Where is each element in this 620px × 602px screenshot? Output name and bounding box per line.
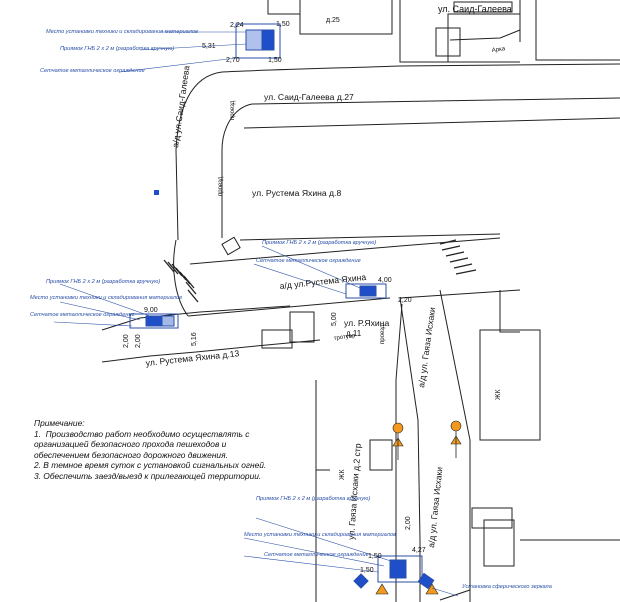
callout-equipment-area: Место установки техники и складирования … (30, 295, 182, 301)
street-label-ad-gaaza-1: а/д ул. Гаяза Исхаки (416, 306, 437, 388)
street-label-ad-said-galeev: а/д ул.Саид-Галеева (170, 65, 191, 148)
arch-label: Арка (491, 46, 506, 54)
dimension-label: 1,50 (360, 567, 374, 574)
callout-pit: Приямок ГНБ 2 х 2 м (разработка вручную) (262, 240, 376, 246)
dimension-label: 9,00 (144, 307, 158, 314)
dimension-label: 5,16 (191, 332, 198, 346)
callout-fence: Сетчатое металлическое ограждение (30, 312, 135, 318)
callout-top: Место установки техники и складирования … (40, 29, 198, 74)
dimension-label: 4,27 (412, 547, 426, 554)
blue-marker (154, 190, 159, 195)
note-item: 2. В темное время суток с установкой сиг… (34, 460, 267, 471)
street-label-said-galeev: ул. Саид-Галеева (438, 4, 512, 14)
dimension-label: 4,00 (378, 277, 392, 284)
note-item: 3. Обеспечить заезд/выезд к прилегающей … (34, 470, 262, 481)
crosswalk-gaaza (439, 239, 477, 275)
street-label-gaaza-2: ул. Гаяза Исхаки д.2 стр (346, 443, 363, 540)
work-zone-left (129, 313, 179, 329)
street-label-yakhina-13: ул. Рустема Яхина д.13 (145, 348, 240, 368)
callout-mid: Приямок ГНБ 2 х 2 м (разработка вручную)… (256, 240, 376, 264)
road-sign-icon (392, 422, 404, 460)
zhk-label: ЖК (495, 389, 502, 400)
road-said-galeev-s (251, 97, 620, 105)
work-zone-mid (345, 283, 387, 299)
callout-fence: Сетчатое металлическое ограждение (256, 258, 361, 264)
street-label-yakhina-11: ул. Р.Яхина (344, 318, 389, 328)
dimensions: 2,24 1,50 5,31 2,70 1,50 4,00 2,20 5,00 … (123, 21, 426, 574)
note-item: 1. Производство работ необходимо осущест… (34, 428, 252, 460)
sidewalk-label: тротуар (333, 333, 356, 342)
callout-mirror: Установка сферического зеркала (461, 584, 552, 590)
road-said-galeev-n (221, 63, 620, 73)
building-top (267, 0, 301, 15)
dimension-label: 2,00 (135, 334, 142, 348)
dimension-label: 2,20 (398, 297, 412, 304)
callout-fence: Сетчатое металлическое ограждение (40, 68, 145, 74)
note-heading: Примечание: (34, 418, 85, 428)
work-zone-bottom (353, 555, 435, 590)
driveway-label: проезд (230, 100, 236, 120)
driveway-label: проезд (380, 324, 386, 344)
road-gaaza-e (439, 289, 471, 602)
dimension-label: 5,00 (331, 312, 338, 326)
callout-pit: Приямок ГНБ 2 х 2 м (разработка вручную) (60, 46, 174, 52)
zhk-label: ЖК (339, 469, 346, 480)
building-25 (299, 0, 393, 35)
callout-equipment-area: Место установки техники и складирования … (244, 532, 396, 538)
dimension-label: 1,50 (368, 553, 382, 560)
house-number-11: д.11 (346, 329, 362, 338)
linework (101, 0, 620, 602)
dimension-label: 2,24 (230, 22, 244, 29)
street-label-yakhina-8: ул. Рустема Яхина д.8 (252, 188, 341, 198)
dimension-label: 2,00 (123, 334, 130, 348)
street-label-ad-yakhina: а/д ул.Рустема Яхина (279, 272, 367, 291)
callout-pit: Приямок ГНБ 2 х 2 м (разработка вручную) (256, 496, 370, 502)
dimension-label: 2,70 (226, 57, 240, 64)
callout-bottom: Приямок ГНБ 2 х 2 м (разработка вручную)… (244, 496, 396, 558)
dimension-label: 5,31 (202, 43, 216, 50)
work-zone-top (235, 23, 281, 59)
callout-equipment-area: Место установки техники и складирования … (46, 29, 198, 35)
street-label-ad-gaaza-2: а/д ул. Гаяза Исхаки (426, 466, 444, 548)
street-label-said-galeev-27: ул. Саид-Галеева д.27 (264, 92, 354, 102)
driveway-label: проезд (218, 176, 224, 196)
callout-pit: Приямок ГНБ 2 х 2 м (разработка вручную) (46, 279, 160, 285)
house-number-25: д.25 (326, 17, 340, 24)
dimension-label: 2,00 (405, 516, 412, 530)
road-sign-icon (375, 583, 439, 595)
road-said-ns-w (175, 149, 179, 241)
dimension-label: 1,50 (276, 21, 290, 28)
callout-fence: Сетчатое металлическое ограждение (264, 552, 369, 558)
road-yakhina-n (239, 233, 501, 241)
road-sign-icon (450, 420, 462, 458)
dimension-label: 1,50 (268, 57, 282, 64)
callout-left: Приямок ГНБ 2 х 2 м (разработка вручную)… (30, 279, 182, 318)
road-gaaza-w (399, 297, 421, 602)
crosswalk-yakhina (163, 259, 199, 303)
note-block: Примечание: 1. Производство работ необхо… (34, 418, 284, 482)
